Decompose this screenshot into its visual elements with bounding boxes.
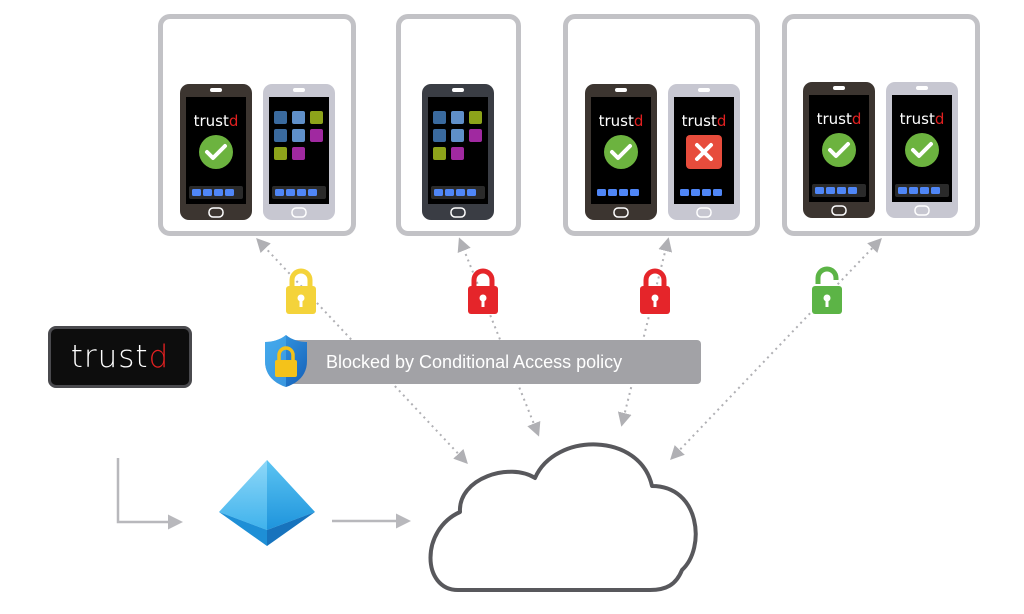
shield-lock-icon: [265, 335, 307, 387]
phone-apps: [263, 84, 335, 220]
arrow-group-4: [670, 237, 882, 461]
phone-trustd-check: trustd: [803, 82, 875, 218]
svg-text:trustd: trustd: [682, 112, 727, 130]
banner-text: Blocked by Conditional Access policy: [326, 351, 623, 372]
app-grid: [274, 111, 323, 160]
phone-trustd-check: trustd: [180, 84, 252, 220]
check-icon: [199, 135, 233, 169]
svg-text:trustd: trustd: [900, 110, 945, 128]
check-icon: [905, 133, 939, 167]
flow-arrow-trustd-to-identity: [116, 458, 183, 530]
azure-ad-pyramid-icon: [219, 460, 315, 546]
check-icon: [822, 133, 856, 167]
cloud-icon: [428, 442, 698, 592]
phone-trustd-check: trustd: [886, 82, 958, 218]
arrow-group-2: [457, 237, 541, 437]
logo-text-accent: d: [148, 339, 170, 375]
check-icon: [604, 135, 638, 169]
conditional-access-banner: Blocked by Conditional Access policy: [290, 340, 701, 384]
svg-text:trustd: trustd: [194, 112, 239, 130]
app-grid: [433, 111, 482, 160]
lock-closed-icon: [640, 268, 670, 314]
logo-text-main: trust: [70, 339, 149, 375]
phone-trustd-cross: trustd: [668, 84, 740, 220]
svg-text:trustd: trustd: [817, 110, 862, 128]
lock-closed-icon: [468, 268, 498, 314]
lock-open-icon: [812, 266, 842, 314]
svg-text:trustd: trustd: [599, 112, 644, 130]
arrow-group-3: [617, 237, 673, 427]
lock-closed-icon: [286, 268, 316, 314]
phone-trustd-check: trustd: [585, 84, 657, 220]
flow-arrows: [116, 458, 411, 530]
phone-apps: [422, 84, 494, 220]
deny-icon: [686, 135, 722, 169]
